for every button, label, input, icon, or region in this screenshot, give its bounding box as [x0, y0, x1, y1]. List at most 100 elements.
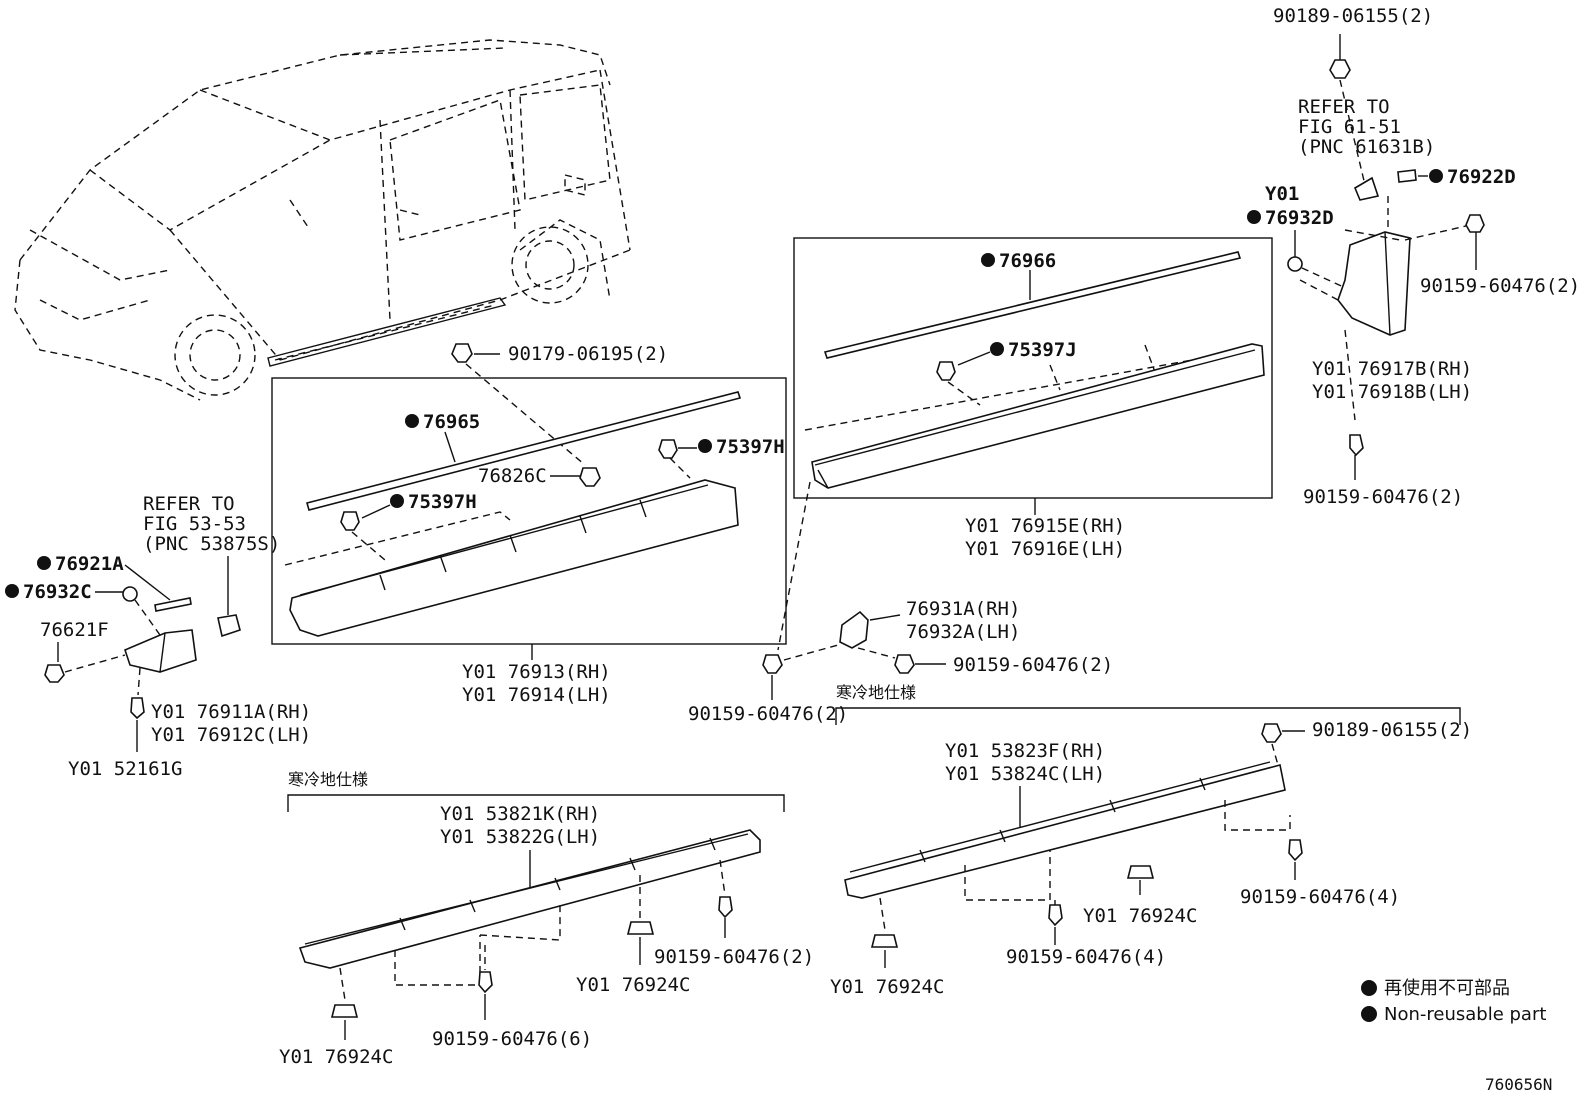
label-76932D: 76932D [1265, 207, 1334, 229]
refer61-line1: REFER TO [1298, 96, 1390, 118]
frame-rear-door [793, 237, 1273, 499]
fastener-76826C [579, 467, 601, 487]
clip-76924C-r2 [870, 934, 899, 948]
refer61-line3: (PNC 61631B) [1298, 136, 1435, 158]
label-53824C: Y01 53824C(LH) [945, 763, 1105, 785]
refer53-line1: REFER TO [143, 493, 235, 515]
refer53-line2: FIG 53-53 [143, 513, 246, 535]
refer53-line3: (PNC 53875S) [143, 533, 280, 555]
nonreusable-dot-icon [981, 253, 995, 267]
vehicle-illustration [14, 39, 631, 401]
label-y01-a: Y01 [1265, 183, 1299, 205]
clip-76924C-r1 [1126, 865, 1155, 879]
label-76924C-r2: Y01 76924C [830, 976, 944, 998]
label-cold-spec-2: 寒冷地仕様 [288, 770, 368, 789]
strip-76965 [306, 391, 742, 511]
nonreusable-dot-icon [1361, 980, 1377, 996]
label-76924C-l1: Y01 76924C [576, 974, 690, 996]
sill-53823F [844, 764, 1286, 899]
label-76621F: 76621F [40, 619, 109, 641]
label-76917B: Y01 76917B(RH) [1312, 358, 1472, 380]
label-75397J: 75397J [1008, 339, 1077, 361]
label-90189-r: 90189-06155(2) [1312, 719, 1472, 741]
label-90159-m1: 90159-60476(2) [688, 703, 848, 725]
label-90159-r4: 90159-60476(4) [1240, 886, 1400, 908]
tape-76921A [154, 597, 192, 612]
screw-90159-m1 [762, 654, 783, 674]
front-door-moulding-group: 90179-06195(2) 76965 75397H 76826C 75397… [271, 343, 787, 706]
tape-76922D [1397, 169, 1417, 183]
bracket-61631B [1353, 176, 1380, 201]
nonreusable-dot-icon [37, 556, 51, 570]
screw-90159-m4 [1048, 904, 1063, 927]
legend: 再使用不可部品 Non-reusable part [1361, 978, 1546, 1025]
label-76922D: 76922D [1447, 166, 1516, 188]
nonreusable-dot-icon [1361, 1006, 1377, 1022]
label-76965: 76965 [423, 411, 480, 433]
label-53823F: Y01 53823F(RH) [945, 740, 1105, 762]
label-76913: Y01 76913(RH) [462, 661, 611, 683]
clip-75397H-b [340, 511, 360, 531]
clip-76932C [122, 586, 138, 602]
label-cold-spec-1: 寒冷地仕様 [836, 683, 916, 702]
clip-76932D [1287, 256, 1303, 272]
legend-en: Non-reusable part [1384, 1004, 1546, 1025]
mudguard-76917B [1337, 231, 1411, 336]
clip-90189-top [1329, 59, 1351, 79]
refer61-line2: FIG 61-51 [1298, 116, 1401, 138]
label-76916E: Y01 76916E(LH) [965, 538, 1125, 560]
screw-90159-r2 [1349, 434, 1364, 457]
label-76915E: Y01 76915E(RH) [965, 515, 1125, 537]
rear-sill-cold-group: 寒冷地仕様 90189-06155(2) Y01 53823F(RH) Y01 … [830, 683, 1472, 998]
nonreusable-dot-icon [1429, 169, 1443, 183]
label-90159-l2: 90159-60476(2) [654, 946, 814, 968]
figure-number: 760656N [1485, 1075, 1552, 1094]
moulding-76915E [811, 343, 1265, 489]
label-90159-m2: 90159-60476(2) [953, 654, 1113, 676]
label-76918B: Y01 76918B(LH) [1312, 381, 1472, 403]
rear-door-moulding-group: 76966 75397J Y01 76915E(RH) Y01 76916E(L… [793, 237, 1273, 560]
nonreusable-dot-icon [990, 342, 1004, 356]
front-sill-cold-group: 寒冷地仕様 Y01 53821K(RH) Y01 53822G(LH) 9015… [279, 770, 814, 1068]
label-90159-m4: 90159-60476(4) [1006, 946, 1166, 968]
screw-90159-l6 [478, 971, 493, 994]
label-53822G: Y01 53822G(LH) [440, 826, 600, 848]
label-76932A: 76932A(LH) [906, 621, 1020, 643]
clip-75397H-a [658, 439, 678, 459]
label-75397H-a: 75397H [716, 436, 785, 458]
label-90179: 90179-06195(2) [508, 343, 668, 365]
label-90159-r1: 90159-60476(2) [1420, 275, 1580, 297]
screw-90159-r1 [1465, 214, 1485, 233]
frame-front-door [271, 377, 787, 645]
strip-76966 [823, 251, 1242, 359]
screw-90159-l2 [718, 896, 733, 919]
label-53821K: Y01 53821K(RH) [440, 803, 600, 825]
clip-75397J [936, 361, 956, 381]
clip-90189-r [1261, 723, 1282, 743]
label-90189-top: 90189-06155(2) [1273, 5, 1433, 27]
label-76921A: 76921A [55, 553, 124, 575]
legend-jp: 再使用不可部品 [1384, 978, 1510, 999]
nonreusable-dot-icon [5, 584, 19, 598]
label-52161G: Y01 52161G [68, 758, 182, 780]
moulding-76913 [289, 479, 739, 637]
label-90159-l6: 90159-60476(6) [432, 1028, 592, 1050]
clip-53875S [217, 614, 241, 638]
nonreusable-dot-icon [698, 439, 712, 453]
label-76911A: Y01 76911A(RH) [151, 701, 311, 723]
label-76912C: Y01 76912C(LH) [151, 724, 311, 746]
clip-90179 [451, 343, 473, 363]
screw-90159-r4 [1288, 839, 1303, 862]
screw-76621F [44, 664, 65, 683]
label-90159-r2: 90159-60476(2) [1303, 486, 1463, 508]
rear-mudguard-group: 90189-06155(2) REFER TO FIG 61-51 (PNC 6… [1247, 5, 1580, 508]
label-76924C-l2: Y01 76924C [279, 1046, 393, 1068]
clip-76924C-l1 [626, 921, 655, 935]
label-76826C: 76826C [478, 465, 547, 487]
label-76932C: 76932C [23, 581, 92, 603]
label-76924C-r1: Y01 76924C [1083, 905, 1197, 927]
label-75397H-b: 75397H [408, 491, 477, 513]
front-mudguard-group: REFER TO FIG 53-53 (PNC 53875S) 76921A 7… [5, 493, 311, 780]
label-76914: Y01 76914(LH) [462, 684, 611, 706]
